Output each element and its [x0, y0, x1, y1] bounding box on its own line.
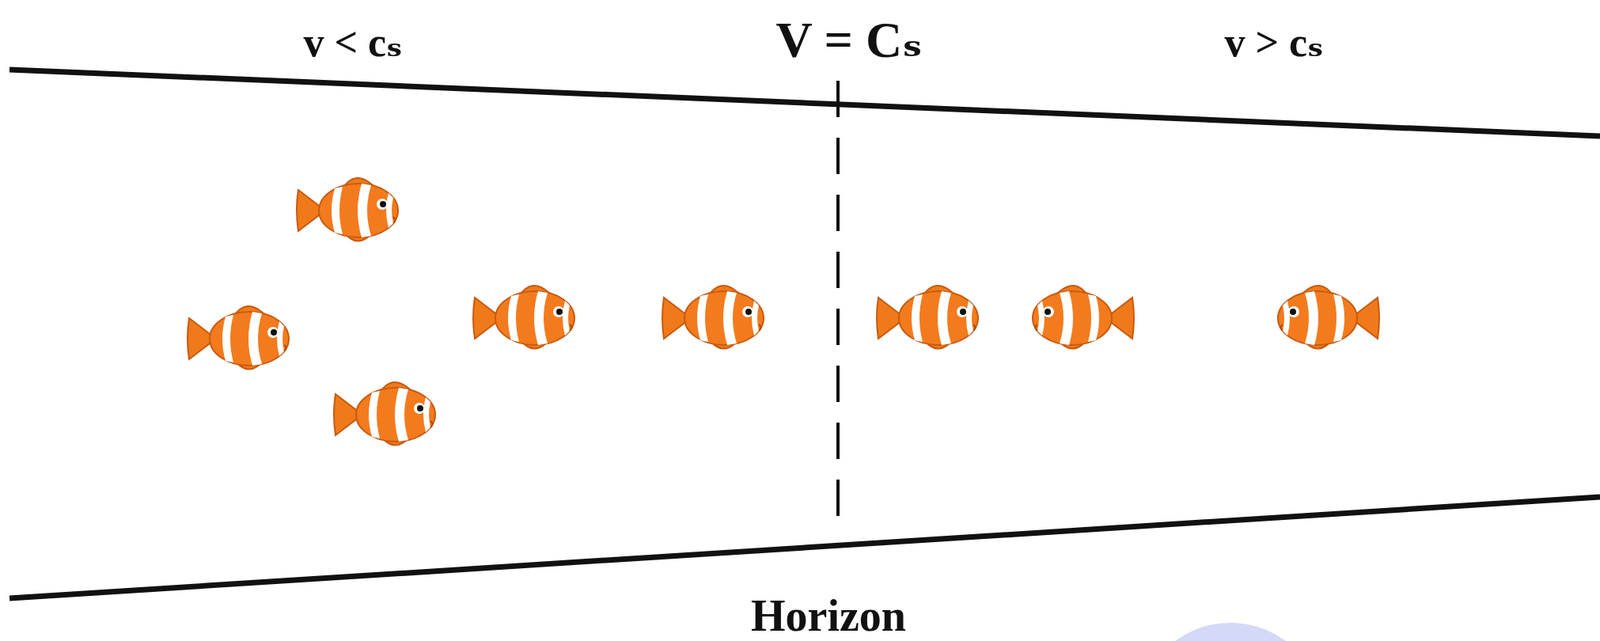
nozzle-wall [9, 69, 1600, 137]
nozzle-wall [9, 496, 1600, 599]
clownfish [187, 306, 289, 370]
clownfish [1032, 285, 1134, 349]
clownfish [1277, 285, 1380, 349]
clownfish [473, 285, 575, 349]
clownfish [662, 285, 764, 349]
watermark-circle [1137, 622, 1324, 641]
clownfish [333, 382, 436, 446]
fish-group [187, 178, 1380, 446]
horizon-label: Horizon [750, 590, 907, 641]
region-label: v < cₛ [303, 17, 402, 66]
region-label: V = Cₛ [776, 9, 923, 70]
clownfish [296, 178, 399, 242]
region-label: v > cₛ [1224, 17, 1324, 66]
horizon-line [836, 80, 840, 535]
clownfish [876, 285, 979, 349]
